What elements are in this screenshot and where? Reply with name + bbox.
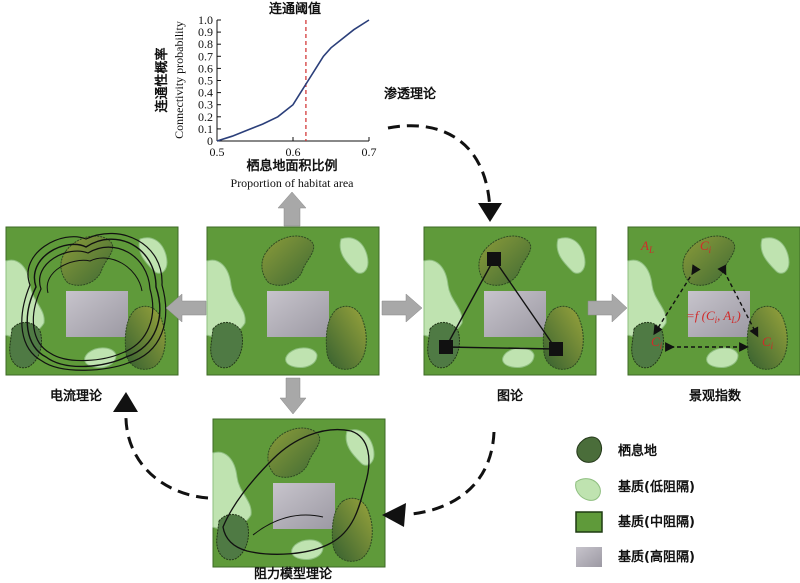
resistance-to-circuit-arrow (124, 411, 209, 500)
x-label-cn: 栖息地面积比例 (246, 158, 337, 174)
y-tick-label: 0.1 (198, 122, 213, 136)
graph-to-resistance-arrowhead (382, 503, 406, 527)
percolation-arrowhead (478, 203, 502, 222)
label-al: AL (640, 238, 654, 255)
arrow-left (165, 293, 207, 323)
x-tick-label: 0.6 (286, 145, 301, 159)
legend: 栖息地 基质(低阻隔) 基质(中阻隔) 基质(高阻隔) (575, 436, 695, 567)
y-label-cn: 连通性概率 (154, 47, 170, 112)
legend-mid-label: 基质(中阻隔) (617, 514, 695, 530)
label-ci-top: Ci (700, 238, 712, 255)
x-label-en: Proportion of habitat area (231, 176, 355, 190)
resistance-to-circuit-arrowhead (113, 392, 138, 412)
y-tick-label: 0.2 (198, 110, 213, 124)
legend-high-label: 基质(高阻隔) (617, 549, 695, 565)
y-tick-label: 0.6 (198, 61, 213, 75)
x-tick-labels: 0.5 0.6 0.7 (210, 137, 377, 159)
y-tick-label: 0.8 (198, 37, 213, 51)
arrow-right-landscape (587, 293, 628, 323)
connectivity-chart: 连通阈值 00.10.20.30.40.50.60.70.80.91.0 0.5… (154, 1, 377, 190)
y-tick-label: 0.3 (198, 98, 213, 112)
label-percolation: 渗透理论 (384, 86, 437, 102)
y-tick-label: 0.4 (198, 86, 213, 100)
formula-label: =f (Ci, AL) (686, 308, 741, 325)
label-graph: 图论 (497, 388, 524, 404)
y-tick-labels: 00.10.20.30.40.50.60.70.80.91.0 (198, 13, 221, 148)
y-tick-label: 0 (207, 134, 213, 148)
y-label-en: Connectivity probability (172, 21, 186, 139)
label-resistance: 阻力模型理论 (254, 566, 333, 582)
connectivity-curve (216, 19, 370, 142)
y-tick-label: 0.7 (198, 49, 213, 63)
label-landscape: 景观指数 (689, 388, 742, 404)
tile-circuit-theory (5, 226, 179, 376)
y-tick-label: 0.9 (198, 25, 213, 39)
x-tick-label: 0.7 (362, 145, 377, 159)
arrow-up (277, 191, 307, 227)
y-tick-label: 0.5 (198, 74, 213, 88)
legend-low-label: 基质(低阻隔) (617, 479, 695, 495)
chart-title: 连通阈值 (269, 1, 321, 17)
x-tick-label: 0.5 (210, 145, 225, 159)
legend-low-swatch (575, 478, 601, 501)
legend-habitat-label: 栖息地 (618, 443, 657, 459)
legend-high-swatch (576, 547, 602, 567)
legend-mid-swatch (575, 511, 603, 533)
tile-original-landscape (206, 226, 380, 376)
label-ci-right: Ci (762, 334, 774, 351)
percolation-arrow (387, 124, 492, 213)
tile-graph-theory (423, 226, 597, 376)
label-ci-left: Ci (651, 334, 663, 351)
label-circuit: 电流理论 (50, 388, 103, 404)
tile-landscape-index (627, 226, 800, 376)
arrow-right-graph (381, 293, 423, 323)
tile-resistance-model (212, 418, 386, 568)
graph-to-resistance-arrow (411, 431, 496, 516)
arrow-down (279, 377, 307, 415)
y-tick-label: 1.0 (198, 13, 213, 27)
legend-habitat-swatch (576, 436, 603, 463)
